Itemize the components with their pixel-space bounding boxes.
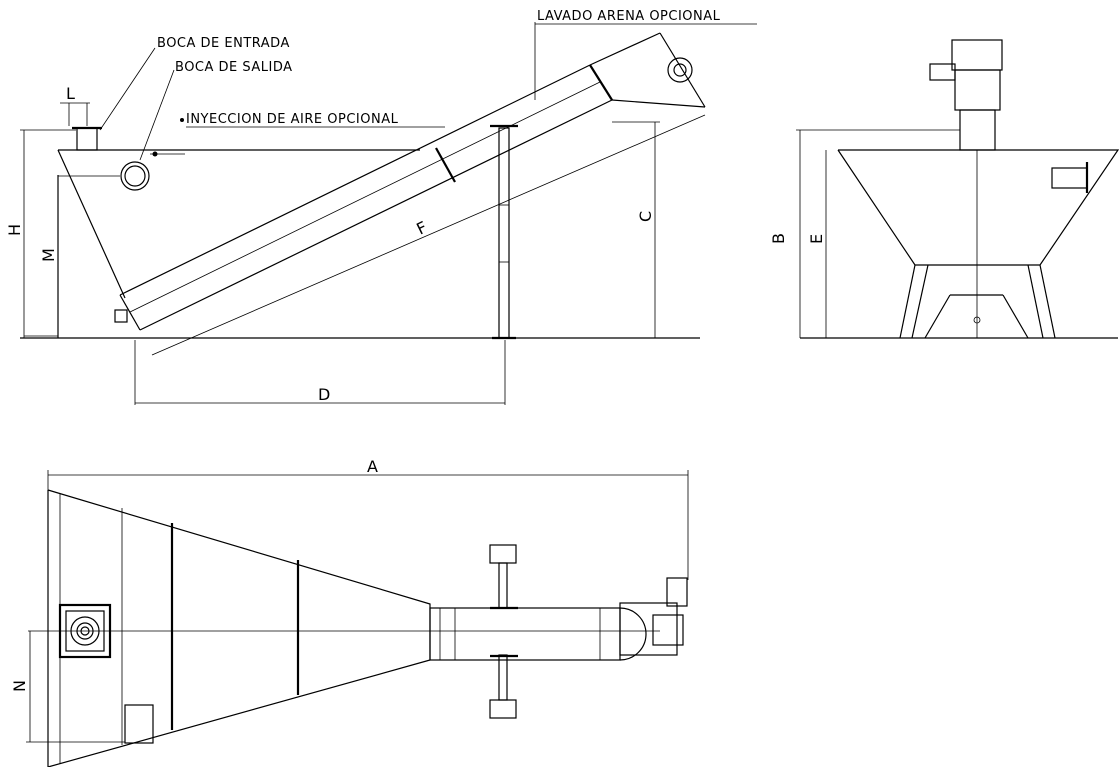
dimension-b: B xyxy=(769,233,788,244)
dimension-m: M xyxy=(39,248,58,262)
plan-view xyxy=(26,470,689,767)
label-boca-salida: BOCA DE SALIDA xyxy=(175,60,293,75)
dimension-h: H xyxy=(5,224,24,236)
label-lavado-arena: LAVADO ARENA OPCIONAL xyxy=(537,9,721,24)
dimension-e: E xyxy=(807,234,826,244)
label-inyeccion-aire: INYECCION DE AIRE OPCIONAL xyxy=(186,112,399,127)
dimension-d: D xyxy=(318,385,330,404)
front-elevation-view xyxy=(796,39,1120,339)
dimension-f: F xyxy=(413,217,430,238)
label-boca-entrada: BOCA DE ENTRADA xyxy=(157,36,290,51)
dimension-c: C xyxy=(636,211,655,222)
side-elevation-view xyxy=(20,22,706,405)
dimension-a: A xyxy=(367,457,378,476)
dimension-l: L xyxy=(66,84,75,103)
dimension-n: N xyxy=(10,680,29,692)
